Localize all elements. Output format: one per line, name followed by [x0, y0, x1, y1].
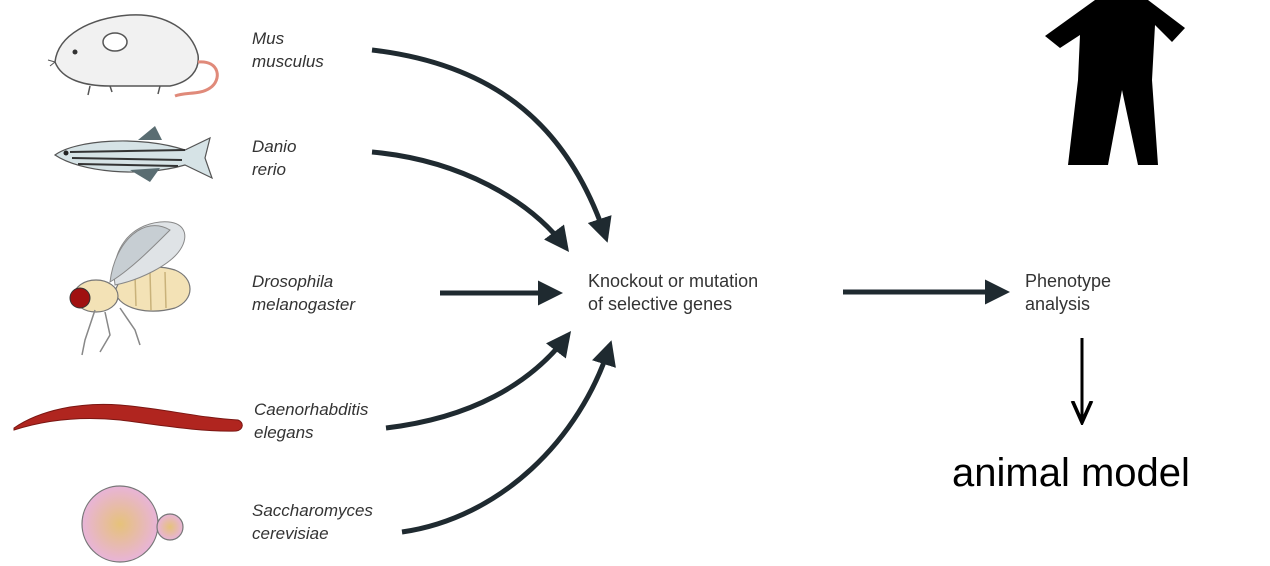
organism-label-mus: Mus musculus: [252, 27, 324, 73]
knockout-line1: Knockout or mutation: [588, 271, 759, 291]
animal-model-label: animal model: [952, 451, 1190, 495]
yeast-cell-icon: [81, 485, 184, 563]
fruit-fly-icon: [69, 221, 191, 356]
human-silhouette-icon: [1045, 0, 1185, 165]
nematode-worm-icon: [13, 403, 243, 432]
organism-species: melanogaster: [252, 295, 356, 314]
organism-genus: Caenorhabditis: [254, 400, 369, 419]
organism-genus: Drosophila: [252, 272, 334, 291]
organism-species: rerio: [252, 160, 287, 179]
zebrafish-icon: [53, 126, 214, 182]
arrow-mus-to-knockout: [371, 47, 612, 243]
knockout-node: Knockout or mutation of selective genes: [588, 270, 758, 316]
mouse-icon: [47, 14, 219, 98]
phenotype-line1: Phenotype: [1025, 271, 1112, 291]
organism-species: musculus: [252, 52, 324, 71]
phenotype-node: Phenotype analysis: [1025, 270, 1111, 316]
organism-label-saccharomyces: Saccharomyces cerevisiae: [252, 499, 373, 545]
arrow-saccharomyces-to-knockout: [401, 340, 616, 535]
organism-label-drosophila: Drosophila melanogaster: [252, 270, 355, 316]
arrow-caenorhabditis-to-knockout: [385, 331, 572, 431]
organism-genus: Mus: [252, 29, 285, 48]
knockout-line2: of selective genes: [588, 294, 733, 314]
phenotype-line2: analysis: [1025, 294, 1091, 314]
organism-label-caenorhabditis: Caenorhabditis elegans: [254, 398, 368, 444]
organism-label-danio: Danio rerio: [252, 135, 296, 181]
arrow-danio-to-knockout: [371, 149, 570, 252]
organism-genus: Saccharomyces: [252, 501, 373, 520]
organism-genus: Danio: [252, 137, 297, 156]
organism-species: elegans: [254, 423, 314, 442]
organism-species: cerevisiae: [252, 524, 329, 543]
